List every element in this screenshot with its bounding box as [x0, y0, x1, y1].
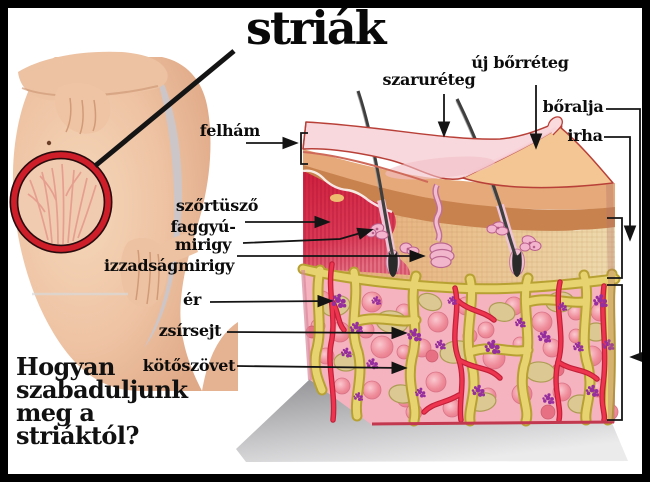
pregnant-torso-illustration — [12, 51, 238, 391]
label-szortuszo: szőrtüsző — [175, 196, 259, 215]
skin-cross-section — [236, 90, 628, 462]
hair-shaft — [455, 98, 518, 258]
arrow-zsirsejt — [226, 326, 408, 340]
page-title: striák — [246, 1, 387, 55]
bracket-felham — [300, 132, 308, 165]
question-line: striáktól? — [16, 421, 139, 450]
stretch-marks-highlight-circle — [9, 150, 113, 254]
arrow-boralja — [606, 108, 646, 364]
question-line: meg a — [16, 398, 95, 427]
label-szarureteg: szaruréteg — [382, 70, 476, 89]
bracket-irha — [607, 217, 623, 279]
subcutis-fat-layer — [297, 261, 621, 427]
annotation-arrows — [209, 85, 646, 375]
magnifier-pointer-line — [93, 49, 236, 168]
label-felham: felhám — [199, 121, 261, 140]
question-line: szabaduljunk — [16, 375, 188, 404]
question-text: Hogyan szabaduljunk meg a striáktól? — [16, 352, 188, 450]
label-faggyumirigy-line1: faggyú- — [170, 217, 236, 236]
annotation-brackets — [300, 132, 623, 421]
label-uj-borreteg: új bőrréteg — [471, 53, 569, 72]
stria-red-region — [302, 169, 410, 275]
question-line: Hogyan — [16, 352, 115, 381]
label-boralja: bőralja — [542, 97, 604, 116]
label-izzadsagmirigy: izzadságmirigy — [104, 256, 235, 275]
sweat-gland — [429, 183, 455, 269]
label-kotoszovet: kötőszövet — [142, 356, 236, 375]
label-faggyumirigy-line2: mirigy — [174, 235, 232, 254]
epidermis-surface — [302, 116, 614, 189]
stretch-mark-lines — [27, 163, 97, 245]
arrow-faggyumirigy — [242, 227, 374, 244]
arrow-irha — [604, 136, 637, 242]
bracket-boralja — [607, 284, 623, 421]
torso-shadow — [144, 62, 182, 348]
lower-hand — [120, 237, 167, 308]
mole — [46, 140, 52, 146]
label-zsirsejt: zsírsejt — [158, 321, 222, 340]
arrow-kotoszovet — [236, 361, 408, 375]
arrow-er — [209, 294, 334, 308]
hair-shaft — [356, 90, 395, 258]
label-irha: irha — [567, 126, 603, 145]
label-er: ér — [182, 290, 201, 309]
